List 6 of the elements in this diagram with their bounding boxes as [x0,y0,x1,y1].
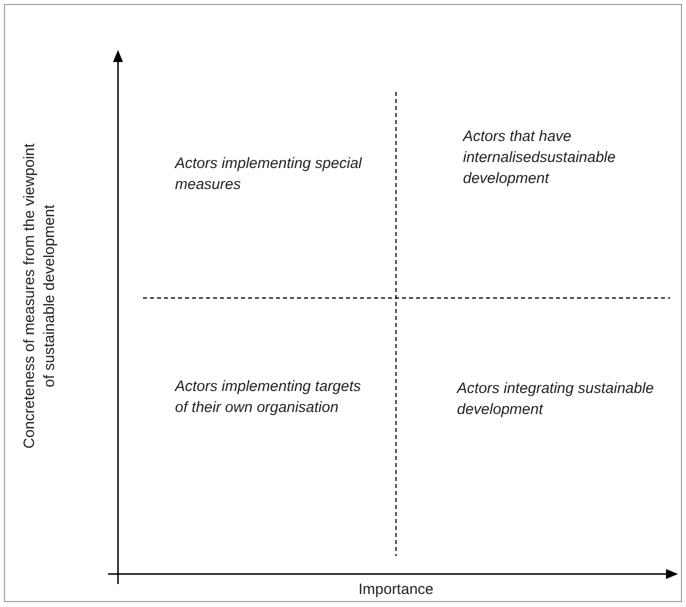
quadrant-label: Actors implementing targets of their own organisation [175,377,362,418]
quadrant-label: Actors integrating sustainable development [457,379,655,420]
axis-title: Importance [357,580,435,600]
quadrant-label: Actors implementing special measures [175,154,363,195]
axis-title: Concreteness of measures from the viewpoint of sustainable development [20,142,59,451]
quadrant-label: Actors that have internalisedsustainable development [463,127,617,189]
